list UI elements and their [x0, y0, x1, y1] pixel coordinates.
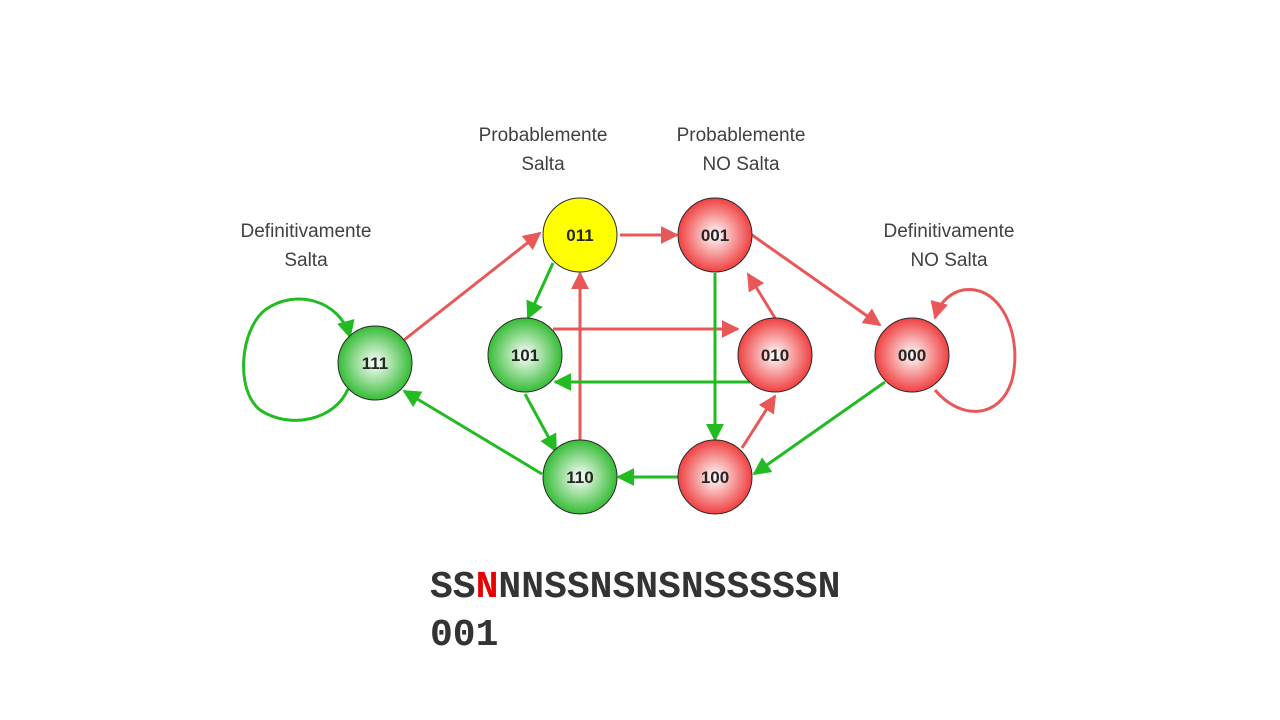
edge-011-101-taken [526, 262, 555, 320]
state-label-010: 010 [761, 346, 789, 365]
edge-111-011-not-taken [403, 231, 542, 342]
state-node-001: 001 [677, 197, 753, 273]
state-circle-000 [874, 317, 950, 393]
state-label-011: 011 [566, 226, 593, 245]
label-def-no-salta-line2: NO Salta [910, 250, 988, 271]
edge-110-111-taken [402, 389, 543, 476]
state-node-000: 000 [874, 317, 950, 393]
state-label-101: 101 [511, 346, 539, 365]
state-label-001: 001 [701, 226, 729, 245]
state-node-011: 011 [542, 197, 618, 273]
state-circle-010 [737, 317, 813, 393]
label-prob-no-salta-line1: Probablemente [676, 125, 806, 146]
label-prob-salta-line1: Probablemente [478, 125, 608, 146]
state-label-100: 100 [701, 468, 729, 487]
edge-100-010-not-taken [740, 394, 777, 449]
edge-000-000-not-taken [930, 288, 1017, 413]
state-node-110: 110 [542, 439, 618, 515]
state-circle-100 [677, 439, 753, 515]
state-node-100: 100 [677, 439, 753, 515]
sequence-current: N [475, 566, 499, 609]
label-def-no-salta: Definitivamente NO Salta [839, 217, 1059, 275]
state-label-110: 110 [566, 468, 593, 487]
state-node-010: 010 [737, 317, 813, 393]
label-def-salta-line1: Definitivamente [240, 221, 372, 242]
state-node-101: 101 [487, 317, 563, 393]
edge-101-110-taken [523, 393, 558, 453]
state-circle-110 [542, 439, 618, 515]
label-prob-no-salta: Probablemente NO Salta [631, 121, 851, 179]
state-circle-001 [677, 197, 753, 273]
state-label-000: 000 [898, 346, 926, 365]
state-circle-011 [542, 197, 618, 273]
edge-000-100-taken [752, 380, 886, 476]
state-node-111: 111 [337, 325, 413, 401]
edge-010-001-not-taken [746, 272, 777, 319]
edge-111-111-taken [242, 297, 355, 422]
label-prob-salta: Probablemente Salta [433, 121, 653, 179]
sequence-before: SS [430, 566, 476, 609]
edge-001-000-not-taken [751, 233, 882, 327]
state-label-111: 111 [362, 354, 389, 373]
label-prob-salta-line2: Salta [521, 154, 565, 175]
label-def-salta-line2: Salta [284, 250, 328, 271]
label-prob-no-salta-line2: NO Salta [702, 154, 780, 175]
branch-sequence: SSNNNSSNSNSNSSSSSN [430, 566, 840, 610]
label-def-no-salta-line1: Definitivamente [883, 221, 1015, 242]
sequence-after: NNSSNSNSNSSSSSN [498, 566, 841, 609]
state-circle-101 [487, 317, 563, 393]
state-circle-111 [337, 325, 413, 401]
label-def-salta: Definitivamente Salta [196, 217, 416, 275]
current-state-code: 001 [430, 614, 499, 657]
